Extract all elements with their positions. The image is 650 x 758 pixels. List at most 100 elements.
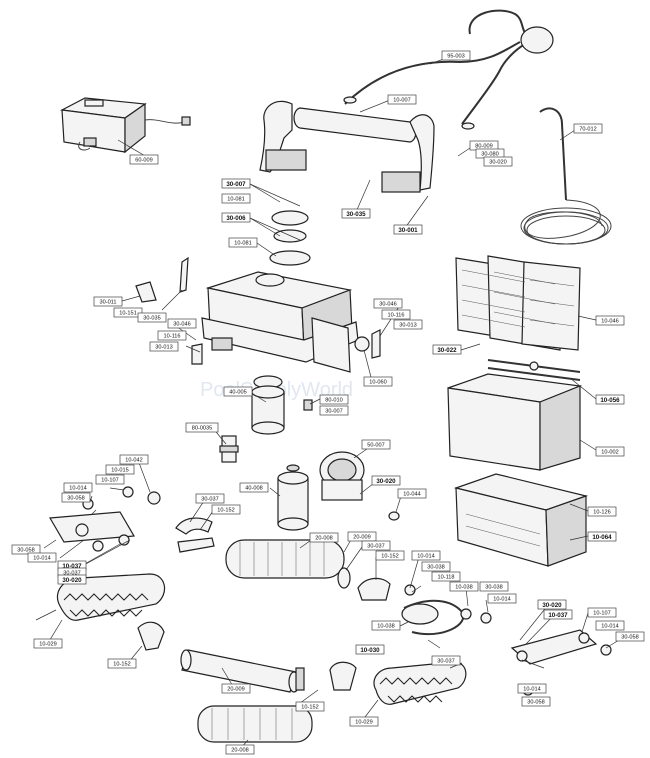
- svg-text:10-002: 10-002: [601, 450, 618, 456]
- label-80-0035: 80-0035: [185, 422, 219, 433]
- label-10-014-e: 10-014: [595, 620, 625, 631]
- svg-text:30-038: 30-038: [485, 585, 502, 591]
- label-95-003: 95-003: [441, 50, 471, 61]
- filter-illustration: [455, 255, 581, 351]
- label-30-038-b: 30-038: [479, 581, 509, 592]
- svg-text:10-152: 10-152: [381, 554, 398, 560]
- svg-text:20-008: 20-008: [231, 748, 248, 754]
- label-30-035-top: 30-035: [341, 208, 371, 219]
- label-50-007: 50-007: [361, 439, 391, 450]
- svg-text:20-009: 20-009: [353, 535, 370, 541]
- svg-text:30-046: 30-046: [173, 322, 190, 328]
- handle-illustration: [259, 100, 435, 193]
- svg-text:30-001: 30-001: [398, 227, 418, 234]
- label-10-152-c: 10-152: [107, 658, 137, 669]
- label-10-014-d: 10-014: [487, 593, 517, 604]
- label-10-151: 10-151: [113, 307, 143, 318]
- svg-text:30-035: 30-035: [143, 316, 160, 322]
- svg-text:30-020: 30-020: [542, 602, 562, 609]
- svg-text:30-046: 30-046: [379, 302, 396, 308]
- handle-clips-illustration: [137, 517, 391, 691]
- label-30-020-l: 30-020: [57, 574, 87, 585]
- rods-illustration: [487, 359, 581, 381]
- svg-text:10-152: 10-152: [113, 662, 130, 668]
- label-20-008-b: 20-008: [225, 744, 255, 755]
- label-20-009-b: 20-009: [221, 683, 251, 694]
- svg-text:10-060: 10-060: [369, 380, 386, 386]
- svg-text:10-118: 10-118: [437, 575, 454, 581]
- label-10-030: 10-030: [355, 644, 385, 655]
- label-10-107-l: 10-107: [95, 474, 125, 485]
- svg-text:10-107: 10-107: [101, 478, 118, 484]
- svg-text:30-011: 30-011: [99, 300, 116, 306]
- impeller-housing-illustration: [319, 336, 400, 521]
- label-30-046-l: 30-046: [167, 318, 197, 329]
- svg-text:10-029: 10-029: [39, 642, 56, 648]
- svg-text:30-037: 30-037: [63, 571, 80, 577]
- label-30-007-a: 30-007: [221, 178, 251, 189]
- svg-text:10-014: 10-014: [493, 597, 510, 603]
- label-30-037-b: 30-037: [431, 655, 461, 666]
- connector-illustration: [219, 435, 239, 463]
- label-30-080: 30-080: [475, 148, 505, 159]
- label-10-046: 10-046: [595, 315, 625, 326]
- svg-text:30-020: 30-020: [376, 478, 396, 485]
- label-80-010: 80-010: [319, 394, 349, 405]
- svg-text:10-014: 10-014: [417, 554, 434, 560]
- left-track-illustration: [56, 573, 166, 621]
- label-10-152-d: 10-152: [295, 701, 325, 712]
- label-10-015: 10-015: [105, 464, 135, 475]
- svg-text:80-009: 80-009: [475, 144, 492, 150]
- svg-text:30-013: 30-013: [155, 345, 172, 351]
- label-10-107-r: 10-107: [587, 607, 617, 618]
- label-30-022: 30-022: [432, 344, 462, 355]
- label-30-020-top: 30-020: [483, 156, 513, 167]
- svg-text:10-015: 10-015: [111, 468, 128, 474]
- svg-text:10-029: 10-029: [355, 720, 372, 726]
- svg-text:30-035: 30-035: [346, 211, 366, 218]
- motor-block-illustration: [201, 210, 359, 373]
- label-10-038-b: 10-038: [371, 620, 401, 631]
- svg-text:10-152: 10-152: [301, 705, 318, 711]
- svg-text:10-007: 10-007: [393, 98, 410, 104]
- label-10-029-a: 10-029: [33, 638, 63, 649]
- label-10-038-a: 10-038: [449, 581, 479, 592]
- label-10-042: 10-042: [119, 454, 149, 465]
- svg-text:10-014: 10-014: [69, 486, 86, 492]
- svg-text:20-009: 20-009: [227, 687, 244, 693]
- label-30-058-a: 30-058: [61, 492, 91, 503]
- filter-frame-illustration: [453, 473, 589, 567]
- label-30-035-l: 30-035: [137, 312, 167, 323]
- svg-text:10-064: 10-064: [592, 534, 612, 541]
- lower-brush-roller-illustration: [197, 705, 313, 743]
- svg-text:10-116: 10-116: [163, 334, 180, 340]
- label-10-007-handle: 10-007: [387, 94, 417, 105]
- label-10-014-c: 10-014: [411, 550, 441, 561]
- svg-text:10-038: 10-038: [455, 585, 472, 591]
- label-30-006: 30-006: [221, 212, 251, 223]
- label-10-064: 10-064: [587, 531, 617, 542]
- upper-brush-roller-illustration: [225, 539, 351, 589]
- svg-text:30-006: 30-006: [226, 215, 246, 222]
- drive-motor-illustration: [277, 464, 309, 531]
- left-side-plate-illustration: [49, 486, 161, 552]
- svg-text:30-020: 30-020: [62, 577, 82, 584]
- label-30-007-b: 30-007: [319, 405, 349, 416]
- svg-text:30-020: 30-020: [489, 160, 506, 166]
- label-10-116-r: 10-116: [381, 309, 411, 320]
- label-30-037-c: 30-037: [361, 540, 391, 551]
- label-30-013-r: 30-013: [393, 319, 423, 330]
- label-30-037-top: 30-037: [195, 493, 225, 504]
- label-10-044: 10-044: [397, 488, 427, 499]
- floating-cable-illustration: [343, 9, 554, 130]
- label-10-081-a: 10-081: [221, 193, 251, 204]
- svg-text:10-107: 10-107: [593, 611, 610, 617]
- label-10-037-r: 10-037: [543, 609, 573, 620]
- svg-text:10-116: 10-116: [387, 313, 404, 319]
- svg-text:30-037: 30-037: [201, 497, 218, 503]
- label-30-058-c: 30-058: [615, 631, 645, 642]
- svg-text:50-007: 50-007: [367, 443, 384, 449]
- label-40-005: 40-005: [223, 386, 253, 397]
- svg-text:10-056: 10-056: [600, 397, 620, 404]
